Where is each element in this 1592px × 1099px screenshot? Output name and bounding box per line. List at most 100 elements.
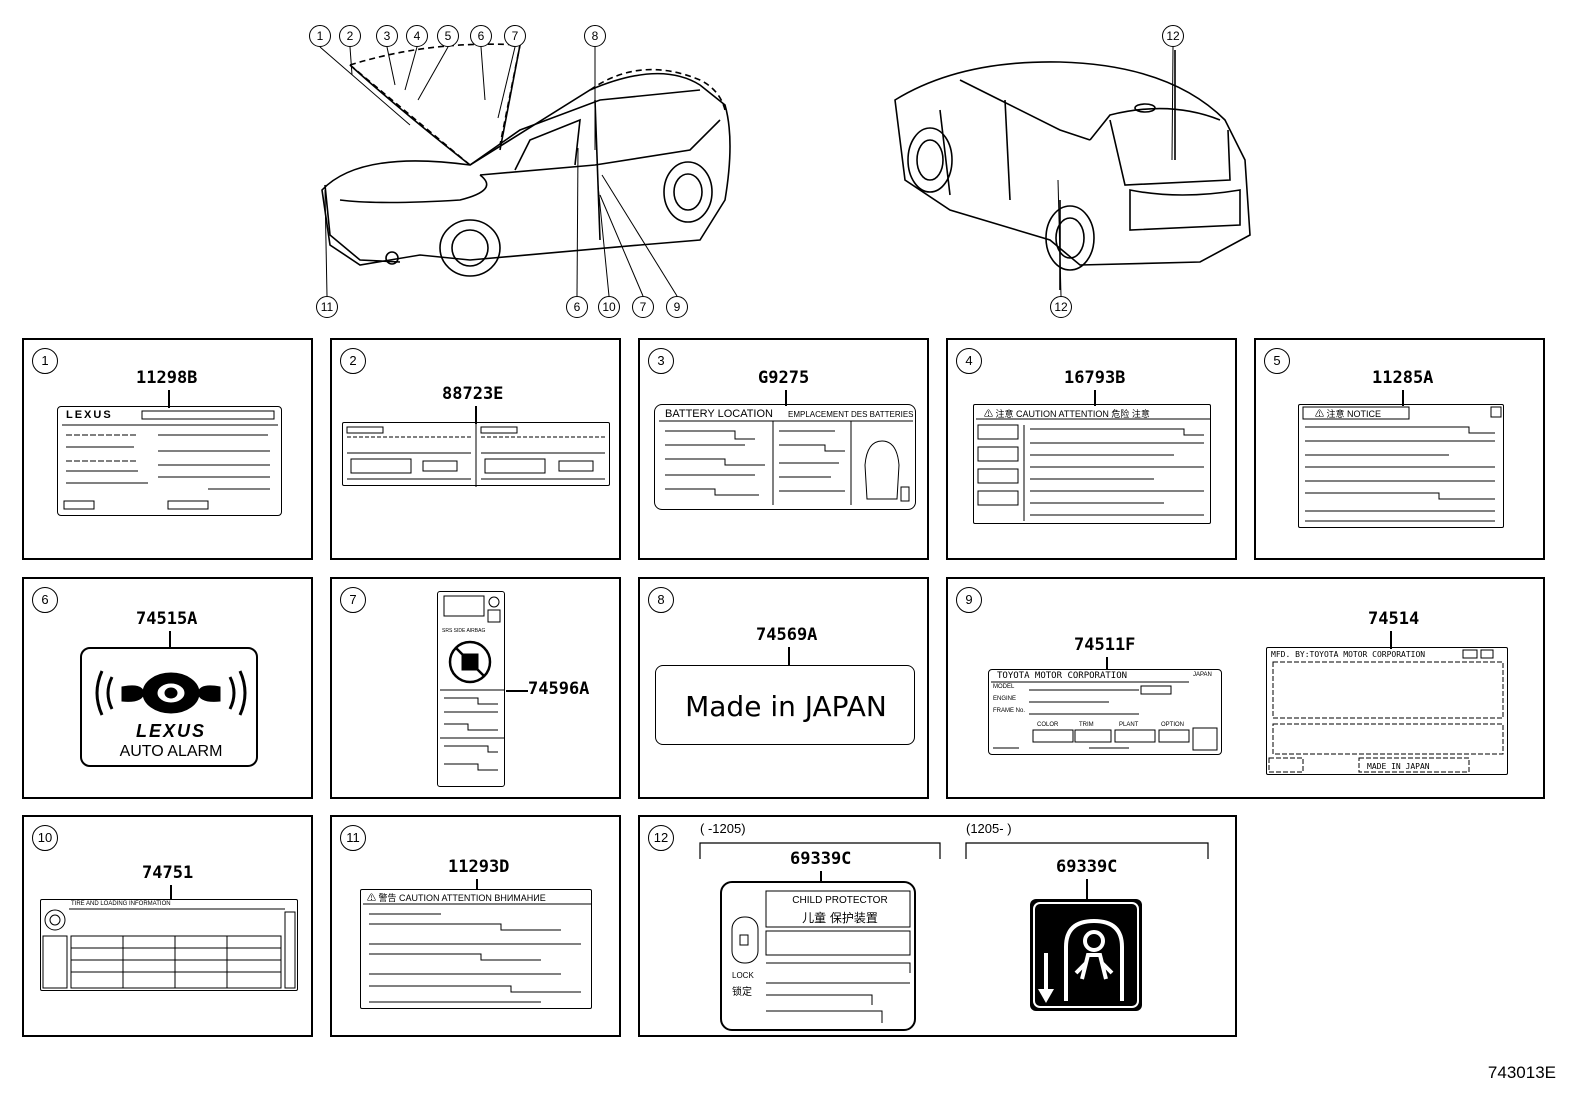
leader-line bbox=[170, 885, 172, 899]
label-graphic: ⚠ 注意 NOTICE bbox=[1298, 404, 1504, 528]
leader-line bbox=[788, 647, 790, 665]
plate-col-option: OPTION bbox=[1161, 722, 1185, 728]
leader-line-b bbox=[1390, 631, 1392, 649]
label-title: ⚠ 警告 CAUTION ATTENTION ВНИМАНИЕ bbox=[367, 893, 546, 903]
range-b: (1205- ) bbox=[966, 821, 1012, 836]
lock-cn: 锁定 bbox=[732, 987, 752, 998]
range-brackets bbox=[699, 842, 1209, 859]
plate-lines bbox=[991, 681, 1218, 751]
leader-line bbox=[475, 406, 477, 424]
part-number-b: 69339C bbox=[1056, 857, 1118, 877]
child-cn: 儿童 保护装置 bbox=[802, 911, 878, 925]
label-title: TIRE AND LOADING INFORMATION bbox=[71, 901, 171, 907]
panel-number: 4 bbox=[956, 348, 982, 374]
part-number-a: 69339C bbox=[790, 849, 852, 869]
no-child-icon bbox=[440, 595, 504, 771]
callout-6: 6 bbox=[470, 25, 492, 47]
part-number: 74515A bbox=[136, 609, 198, 629]
range-a: ( -1205) bbox=[700, 821, 746, 836]
part-number: 74569A bbox=[756, 625, 818, 645]
label-graphic: LEXUS AUTO ALARM bbox=[80, 647, 258, 767]
lock-en: LOCK bbox=[732, 971, 754, 980]
label-graphic bbox=[342, 422, 610, 487]
label-title-right: EMPLACEMENT DES BATTERIES bbox=[788, 410, 914, 419]
panel-number: 8 bbox=[648, 587, 674, 613]
alarm-logo: LEXUS bbox=[135, 721, 206, 741]
plate-col-color: COLOR bbox=[1037, 722, 1059, 728]
label-graphic: SRS SIDE AIRBAG bbox=[437, 591, 505, 787]
label-content-lines bbox=[659, 420, 913, 505]
leader-line-b bbox=[1086, 879, 1088, 899]
plate-row-model: MODEL bbox=[993, 684, 1015, 690]
panel-label-12: 12 ( -1205) (1205- ) 69339C CHILD PROTEC… bbox=[638, 815, 1237, 1037]
child-lock-icon bbox=[1030, 899, 1142, 1011]
panel-number: 10 bbox=[32, 825, 58, 851]
part-number: 11298B bbox=[136, 368, 198, 388]
panel-number: 9 bbox=[956, 587, 982, 613]
leader-line bbox=[1094, 390, 1096, 406]
leader-line bbox=[1402, 390, 1404, 406]
part-number-a: 74511F bbox=[1074, 635, 1136, 655]
plate-country: JAPAN bbox=[1193, 672, 1212, 678]
label-graphic: ⚠ 注意 CAUTION ATTENTION 危险 注意 bbox=[973, 404, 1211, 524]
alarm-text: AUTO ALARM bbox=[119, 743, 223, 760]
callout-8: 8 bbox=[584, 25, 606, 47]
part-number: 16793B bbox=[1064, 368, 1126, 388]
panel-label-9: 9 74511F TOYOTA MOTOR CORPORATION JAPAN … bbox=[946, 577, 1545, 799]
panel-label-7: 7 SRS SIDE AIRBAG 74596A bbox=[330, 577, 621, 799]
panel-number: 5 bbox=[1264, 348, 1290, 374]
part-number: 11285A bbox=[1372, 368, 1434, 388]
part-number: 88723E bbox=[442, 384, 504, 404]
panel-label-4: 4 16793B ⚠ 注意 CAUTION ATTENTION 危险 注意 bbox=[946, 338, 1237, 560]
part-number: 74751 bbox=[142, 863, 194, 883]
plate-title: TOYOTA MOTOR CORPORATION bbox=[997, 671, 1128, 681]
leader-line-a bbox=[1106, 657, 1108, 669]
callout-1: 1 bbox=[309, 25, 331, 47]
panel-label-11: 11 11293D ⚠ 警告 CAUTION ATTENTION ВНИМАНИ… bbox=[330, 815, 621, 1037]
panel-number: 2 bbox=[340, 348, 366, 374]
panel-label-8: 8 74569A Made in JAPAN bbox=[638, 577, 929, 799]
label-graphic: Made in JAPAN bbox=[655, 665, 915, 745]
alarm-icon bbox=[95, 670, 247, 716]
panel-number: 12 bbox=[648, 825, 674, 851]
plate-col-trim: TRIM bbox=[1079, 722, 1094, 728]
callout-2: 2 bbox=[339, 25, 361, 47]
leader-line bbox=[506, 690, 528, 692]
label-title: ⚠ 注意 CAUTION ATTENTION 危险 注意 bbox=[984, 409, 1150, 419]
label-graphic: ⚠ 警告 CAUTION ATTENTION ВНИМАНИЕ bbox=[360, 889, 592, 1009]
child-protector-lines bbox=[731, 890, 911, 1023]
callout-9: 9 bbox=[666, 296, 688, 318]
child-lock-graphic bbox=[1033, 902, 1139, 1008]
label-logo: LEXUS bbox=[66, 409, 113, 421]
part-number: 74596A bbox=[528, 679, 590, 699]
label-graphic: BATTERY LOCATION EMPLACEMENT DES BATTERI… bbox=[654, 404, 916, 510]
callout-5: 5 bbox=[437, 25, 459, 47]
leader-line bbox=[476, 879, 478, 889]
leader-line bbox=[169, 631, 171, 647]
plate-col-plant: PLANT bbox=[1119, 722, 1139, 728]
mfd-title: MFD. BY:TOYOTA MOTOR CORPORATION bbox=[1271, 650, 1426, 659]
label-content-lines bbox=[976, 418, 1210, 521]
label-content-lines bbox=[62, 410, 278, 510]
tire-table bbox=[42, 908, 296, 989]
callout-12b: 12 bbox=[1050, 296, 1072, 318]
part-number: G9275 bbox=[758, 368, 810, 388]
panel-label-3: 3 G9275 BATTERY LOCATION EMPLACEMENT DES… bbox=[638, 338, 929, 560]
label-title-left: BATTERY LOCATION bbox=[665, 408, 773, 420]
panel-number: 6 bbox=[32, 587, 58, 613]
callout-leaders bbox=[319, 46, 1174, 297]
mfd-plate: MFD. BY:TOYOTA MOTOR CORPORATION MADE IN… bbox=[1266, 647, 1508, 775]
panel-label-5: 5 11285A ⚠ 注意 NOTICE bbox=[1254, 338, 1545, 560]
callout-12: 12 bbox=[1162, 25, 1184, 47]
panel-number: 11 bbox=[340, 825, 366, 851]
callout-4: 4 bbox=[406, 25, 428, 47]
vehicle-id-plate: TOYOTA MOTOR CORPORATION JAPAN MODEL ENG… bbox=[988, 669, 1222, 755]
mfd-lines bbox=[1268, 649, 1504, 773]
mfd-bottom: MADE IN JAPAN bbox=[1367, 762, 1430, 771]
callout-3: 3 bbox=[376, 25, 398, 47]
child-title: CHILD PROTECTOR bbox=[792, 895, 888, 906]
diagram-id: 743013E bbox=[1487, 1063, 1556, 1082]
callout-6b: 6 bbox=[566, 296, 588, 318]
panel-label-2: 2 88723E bbox=[330, 338, 621, 560]
panel-number: 1 bbox=[32, 348, 58, 374]
